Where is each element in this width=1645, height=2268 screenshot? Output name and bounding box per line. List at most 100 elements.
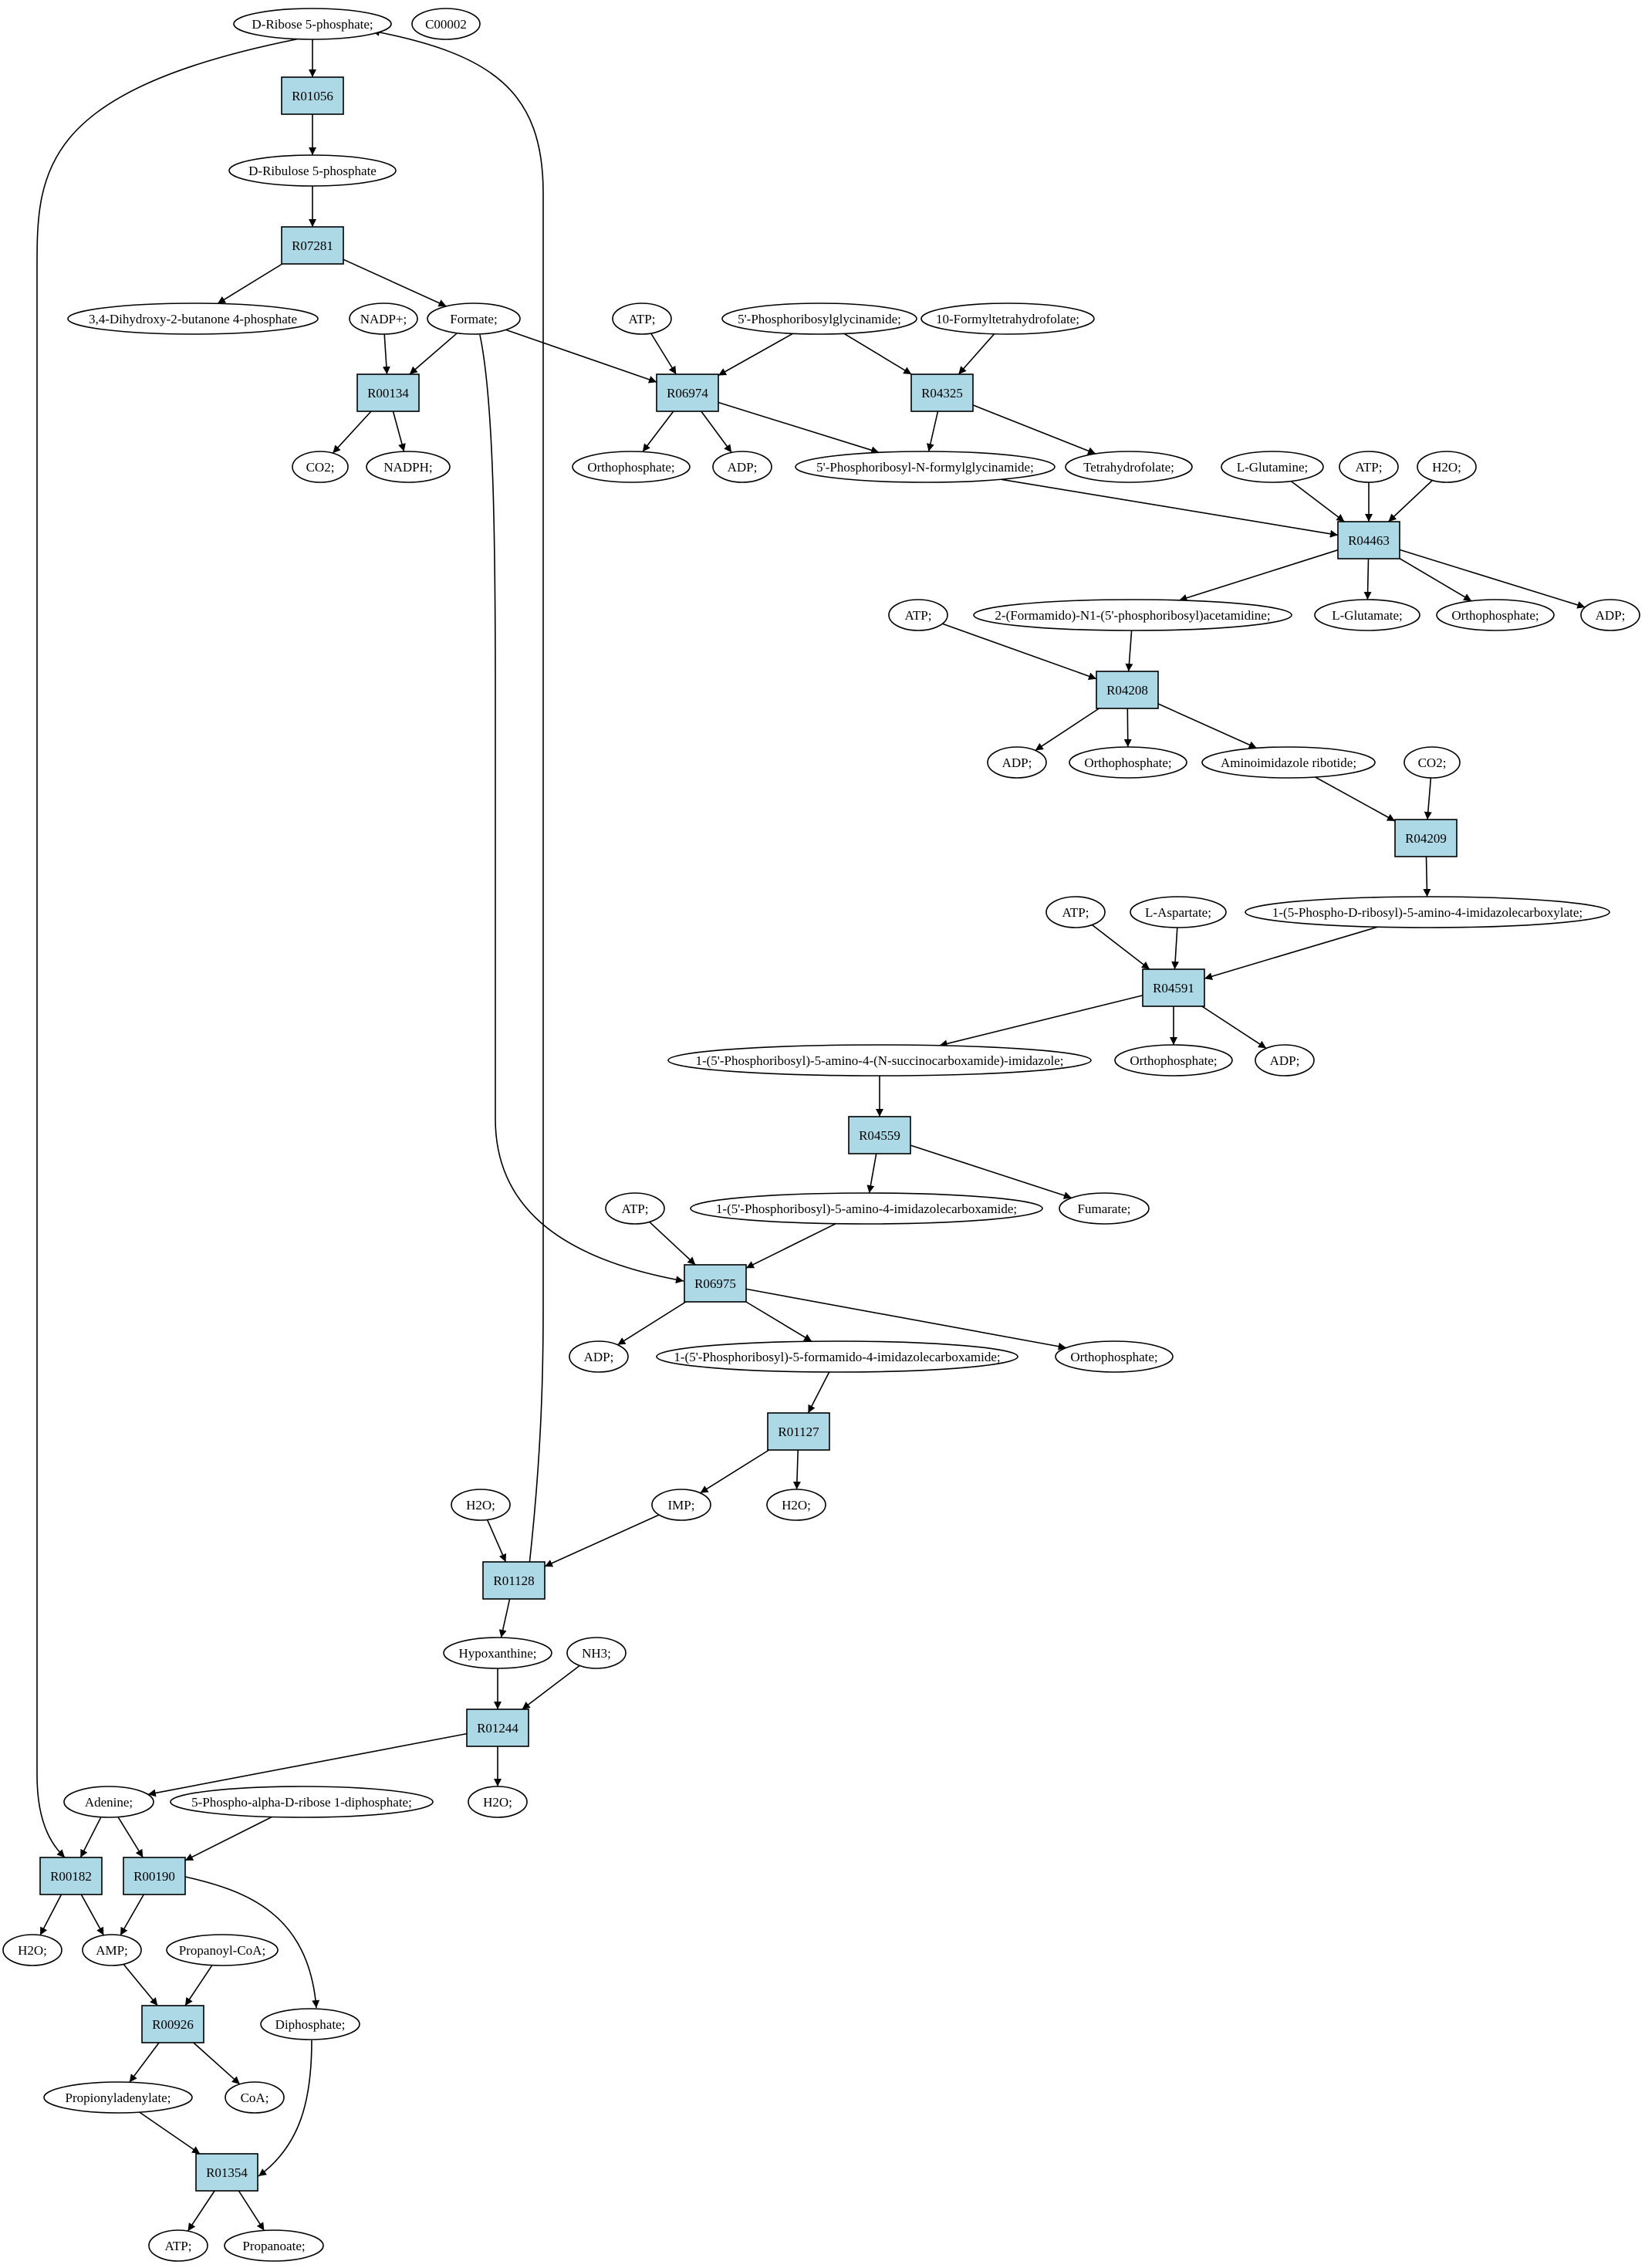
reaction-box [466, 1709, 529, 1747]
compound-ellipse [656, 1340, 1018, 1373]
compound-label: ATP; [1356, 460, 1383, 475]
compound-ellipse [233, 8, 392, 40]
compound-label: H2O; [1432, 460, 1461, 475]
compound-node-adp5: ADP; [569, 1340, 629, 1373]
compound-label: CO2; [1418, 755, 1447, 770]
compound-node-atp6: ATP; [148, 2229, 208, 2262]
reaction-node-R04325: R04325 [910, 373, 974, 412]
compound-ellipse [1339, 451, 1399, 483]
reaction-label: R01128 [493, 1573, 534, 1588]
reaction-box [1337, 521, 1400, 559]
reaction-node-R07281: R07281 [281, 226, 344, 265]
compound-ellipse [2, 1934, 62, 1966]
reaction-label: R04209 [1405, 831, 1447, 846]
edge-R01128-to-dribose5p [371, 28, 544, 1566]
edge-R06975-to-faicar [745, 1301, 812, 1342]
edge-R06975-to-adp5 [616, 1301, 687, 1346]
compound-ellipse [1130, 896, 1227, 928]
compound-label: L-Glutamate; [1332, 608, 1403, 623]
compound-node-adp3: ADP; [987, 746, 1047, 779]
compound-node-atp4: ATP; [1045, 896, 1106, 928]
compound-node-prglycinamide: 5'-Phosphoribosylglycinamide; [721, 303, 917, 335]
compound-ellipse [427, 303, 521, 335]
compound-node-h2o3: H2O; [451, 1489, 511, 1521]
compound-label: L-Glutamine; [1237, 460, 1309, 475]
compound-node-lasp: L-Aspartate; [1130, 896, 1227, 928]
reaction-box [1142, 968, 1205, 1007]
compound-node-propadenylate: Propionyladenylate; [43, 2081, 193, 2114]
reaction-node-R01244: R01244 [466, 1709, 529, 1747]
edge-atp3-to-R04208 [942, 623, 1097, 681]
compound-label: Adenine; [85, 1795, 133, 1810]
compound-ellipse [451, 1489, 511, 1521]
edge-fgam-to-R04208 [1125, 630, 1133, 672]
edge-R01127-to-h2o2 [792, 1449, 801, 1490]
edge-R00182-to-amp [80, 1894, 105, 1936]
compound-ellipse [82, 1934, 142, 1966]
compound-node-faicar: 1-(5'-Phosphoribosyl)-5-formamido-4-imid… [656, 1340, 1018, 1373]
edge-R04325-to-fgar [926, 411, 939, 452]
compound-node-h2o1: H2O; [1417, 451, 1477, 483]
edge-R06974-to-adp1 [701, 411, 732, 453]
edge-R00926-to-propadenylate [129, 2042, 160, 2083]
compound-ellipse [1245, 896, 1610, 928]
compound-ellipse [67, 303, 319, 335]
reaction-label: R07281 [292, 238, 333, 253]
edge-amp-to-R00926 [123, 1963, 158, 2006]
compound-node-h2o4: H2O; [468, 1786, 528, 1818]
compound-ellipse [1255, 1044, 1315, 1077]
compound-ellipse [690, 1192, 1043, 1225]
compound-label: H2O; [483, 1795, 512, 1810]
edge-aicar-to-R06975 [745, 1222, 836, 1269]
compound-node-ortho5: Orthophosphate; [1055, 1340, 1174, 1373]
reaction-box [356, 373, 420, 412]
reaction-label: R00926 [152, 2017, 194, 2032]
compound-node-atp1: ATP; [612, 303, 672, 335]
compound-ellipse [366, 451, 451, 483]
compound-ellipse [166, 1934, 279, 1966]
reaction-box [482, 1561, 546, 1600]
compound-label: Fumarate; [1078, 1202, 1131, 1216]
compound-label: Orthophosphate; [1084, 755, 1171, 770]
compound-label: Orthophosphate; [1451, 608, 1539, 623]
edge-formylthf-to-R04325 [958, 333, 995, 375]
edge-R06975-to-ortho5 [745, 1288, 1066, 1350]
reaction-node-R06974: R06974 [656, 373, 719, 412]
compound-label: CoA; [241, 2091, 269, 2105]
compound-node-dribose5p: D-Ribose 5-phosphate; [233, 8, 392, 40]
compound-ellipse [228, 154, 397, 187]
compound-node-fgar: 5'-Phosphoribosyl-N-formylglycinamide; [795, 451, 1056, 483]
compound-label: H2O; [18, 1943, 47, 1958]
compound-ellipse [1201, 746, 1376, 779]
edge-R01244-to-adenine [147, 1732, 468, 1797]
compound-node-nadp: NADP+; [349, 303, 418, 335]
compound-node-adenine: Adenine; [63, 1786, 154, 1818]
compound-label: C00002 [425, 17, 467, 32]
edge-R00190-to-diphos [184, 1876, 320, 2009]
edge-layer [36, 28, 1586, 2232]
compound-node-lglu: L-Glutamate; [1314, 599, 1420, 631]
compound-node-ortho4: Orthophosphate; [1114, 1044, 1233, 1077]
compound-ellipse [920, 303, 1095, 335]
compound-label: Orthophosphate; [1070, 1350, 1157, 1364]
reaction-box [195, 2153, 258, 2192]
compound-ellipse [1059, 1192, 1150, 1225]
compound-ellipse [667, 1044, 1092, 1077]
compound-node-prpp: 5-Phospho-alpha-D-ribose 1-diphosphate; [170, 1786, 434, 1818]
compound-ellipse [43, 2081, 193, 2114]
compound-node-c00002: C00002 [411, 8, 481, 40]
compound-label: Aminoimidazole ribotide; [1221, 755, 1356, 770]
compound-label: L-Aspartate; [1145, 905, 1211, 920]
compound-node-cair: 1-(5-Phospho-D-ribosyl)-5-amino-4-imidaz… [1245, 896, 1610, 928]
edge-R06974-to-ortho1 [642, 411, 674, 452]
compound-node-adp1: ADP; [712, 451, 772, 483]
reaction-node-R04591: R04591 [1142, 968, 1205, 1007]
edge-R01354-to-propanoate [238, 2190, 265, 2231]
compound-node-air: Aminoimidazole ribotide; [1201, 746, 1376, 779]
reaction-node-R04208: R04208 [1096, 671, 1159, 709]
compound-ellipse [349, 303, 418, 335]
compound-node-atp5: ATP; [605, 1192, 665, 1225]
compound-node-coa: CoA; [225, 2081, 285, 2114]
compound-label: ADP; [1596, 608, 1626, 623]
